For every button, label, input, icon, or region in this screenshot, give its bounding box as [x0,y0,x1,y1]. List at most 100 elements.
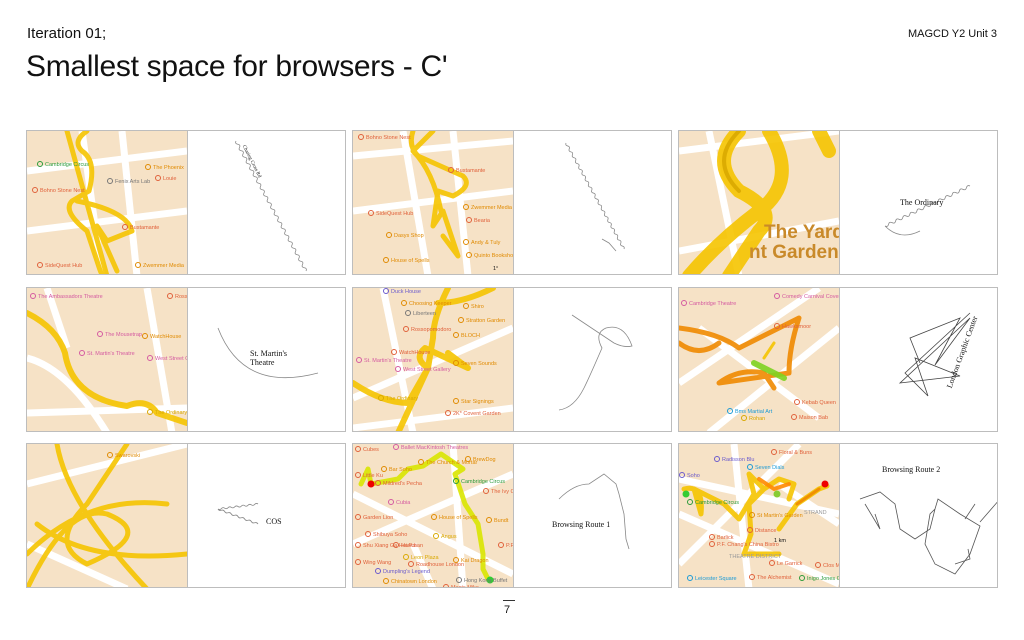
map-road [353,187,513,215]
map-place-label: Bearia [466,217,490,224]
map-place-label: Bohno Stone Nest [32,187,85,194]
gps-route-trace [757,477,791,491]
map-place-label: Dasys Shop [386,232,424,239]
drawn-route-line [558,314,633,411]
map-place-label: Mildred's Pecha [375,480,422,487]
route-map-image: Swarovski [27,444,188,587]
drawn-route-line [558,473,630,550]
map-road [27,540,129,587]
drawn-route-line [217,327,319,379]
route-line-drawing: The Ordinary [840,131,997,274]
map-place-label: Rosso [167,293,187,300]
map-place-label: Shu Xiang Ga Hei Pai [355,542,417,549]
course-unit-label: MAGCD Y2 Unit 3 [907,28,997,40]
drawn-route-line [217,503,259,525]
map-place-label: Seven Sounds [453,360,497,367]
map-place-label: Bustamante [122,224,159,231]
map-place-label: Garden Lion [355,514,393,521]
map-place-label: Bohno Stone Nest [358,134,411,141]
map-place-label: West Street Gallery [395,366,451,373]
map-place-label: Barlick [709,534,734,541]
route-line-drawing: Browsing Route 2 [840,444,997,587]
map-place-label: Roadhouse London [408,561,464,568]
map-place-label: SideQuest Hub [37,262,82,269]
map-place-label: Cubes [355,446,379,453]
map-place-label: The Ordinary [378,395,418,402]
map-road [27,444,187,488]
drawing-caption: St. Martin's Theatre [250,349,287,367]
gps-route-trace [679,315,802,391]
map-place-label: The Yards [764,222,839,243]
map-place-label: Cambridge Circus [37,161,89,168]
map-place-label: 1° [493,266,499,272]
map-place-label: SideQuest Hub [368,210,413,217]
route-endpoint-marker [821,480,829,488]
map-road [27,354,110,431]
map-place-label: Comedy Carnival Covent Garden [774,293,839,300]
map-road [679,131,839,155]
gps-route-trace [751,360,787,381]
drawing-caption: Browsing Route 2 [882,465,941,474]
map-place-label: The Ambassadors Theatre [30,293,103,300]
map-road [679,510,839,587]
map-place-label: Louie [155,175,176,182]
map-place-label: Duck House [383,288,421,295]
drawn-route-line [565,142,625,252]
map-place-label: Le Garrick [769,560,802,567]
map-place-label: 1 km [774,538,786,544]
map-place-label: Cambridge Circus [687,499,739,506]
map-drawing-pair: The Ambassadors Theatre RossoThe Mousetra… [26,287,346,432]
map-place-label: The Church & Mortar [418,459,477,466]
map-place-label: Cubia [388,499,410,506]
map-place-label: Rossopomodoro [403,326,451,333]
map-road [705,131,743,274]
drawing-caption: Browsing Route 1 [552,520,611,529]
route-line-drawing: St. Martin's Theatre [188,288,345,431]
map-place-label: Rohan [741,415,765,422]
map-place-label: The Alchemist [749,574,792,581]
map-place-label: nt Garden [749,242,839,263]
map-place-label: Fenix Arts Lab [107,178,150,185]
map-place-label: Zwemmer Media [463,204,512,211]
map-place-label: Maison Bab [791,414,828,421]
gps-route-trace [27,444,187,587]
map-place-label: Angus [433,533,457,540]
map-place-label: P.F. Chang's China Bistro [498,542,513,549]
map-place-label: THEATRE DISTRICT [729,554,782,560]
route-endpoint-marker [773,490,781,498]
route-endpoint-marker [367,480,375,488]
map-place-label: WatchHouse [142,333,181,340]
drawn-route-line [884,185,971,236]
route-line-drawing: London Graphic Center [840,288,997,431]
slide-subtitle: Iteration 01; [27,25,107,42]
route-map-image: The Ambassadors Theatre RossoThe Mousetra… [27,288,188,431]
map-place-label: The Mousetrap [97,331,142,338]
map-place-label: Quinto Bookshop [466,252,513,259]
map-place-label: Choosing Keeper [401,300,452,307]
drawn-route-line [898,312,971,397]
map-place-label: Kebab Queen [794,399,836,406]
map-place-label: Bms Martial Art [727,408,772,415]
map-place-label: Leon Plaza [403,554,439,561]
map-place-label: Star Signings [453,398,494,405]
map-place-label: Inigo Jones Garden [799,575,839,582]
map-road [353,137,513,160]
map-place-label: Dumpling's Legend [375,568,430,575]
map-place-label: Soho [679,472,700,479]
map-place-label: Wing Wang [355,559,391,566]
map-road [353,324,513,402]
map-place-label: Cambridge Theatre [681,300,736,307]
map-place-label: Floral & Buns [771,449,812,456]
map-road [118,131,141,274]
route-map-image: Cambridge Theatre Comedy Carnival Covent … [679,288,840,431]
map-place-label: St. Martin's Theatre [79,350,135,357]
gps-route-trace [795,487,821,506]
